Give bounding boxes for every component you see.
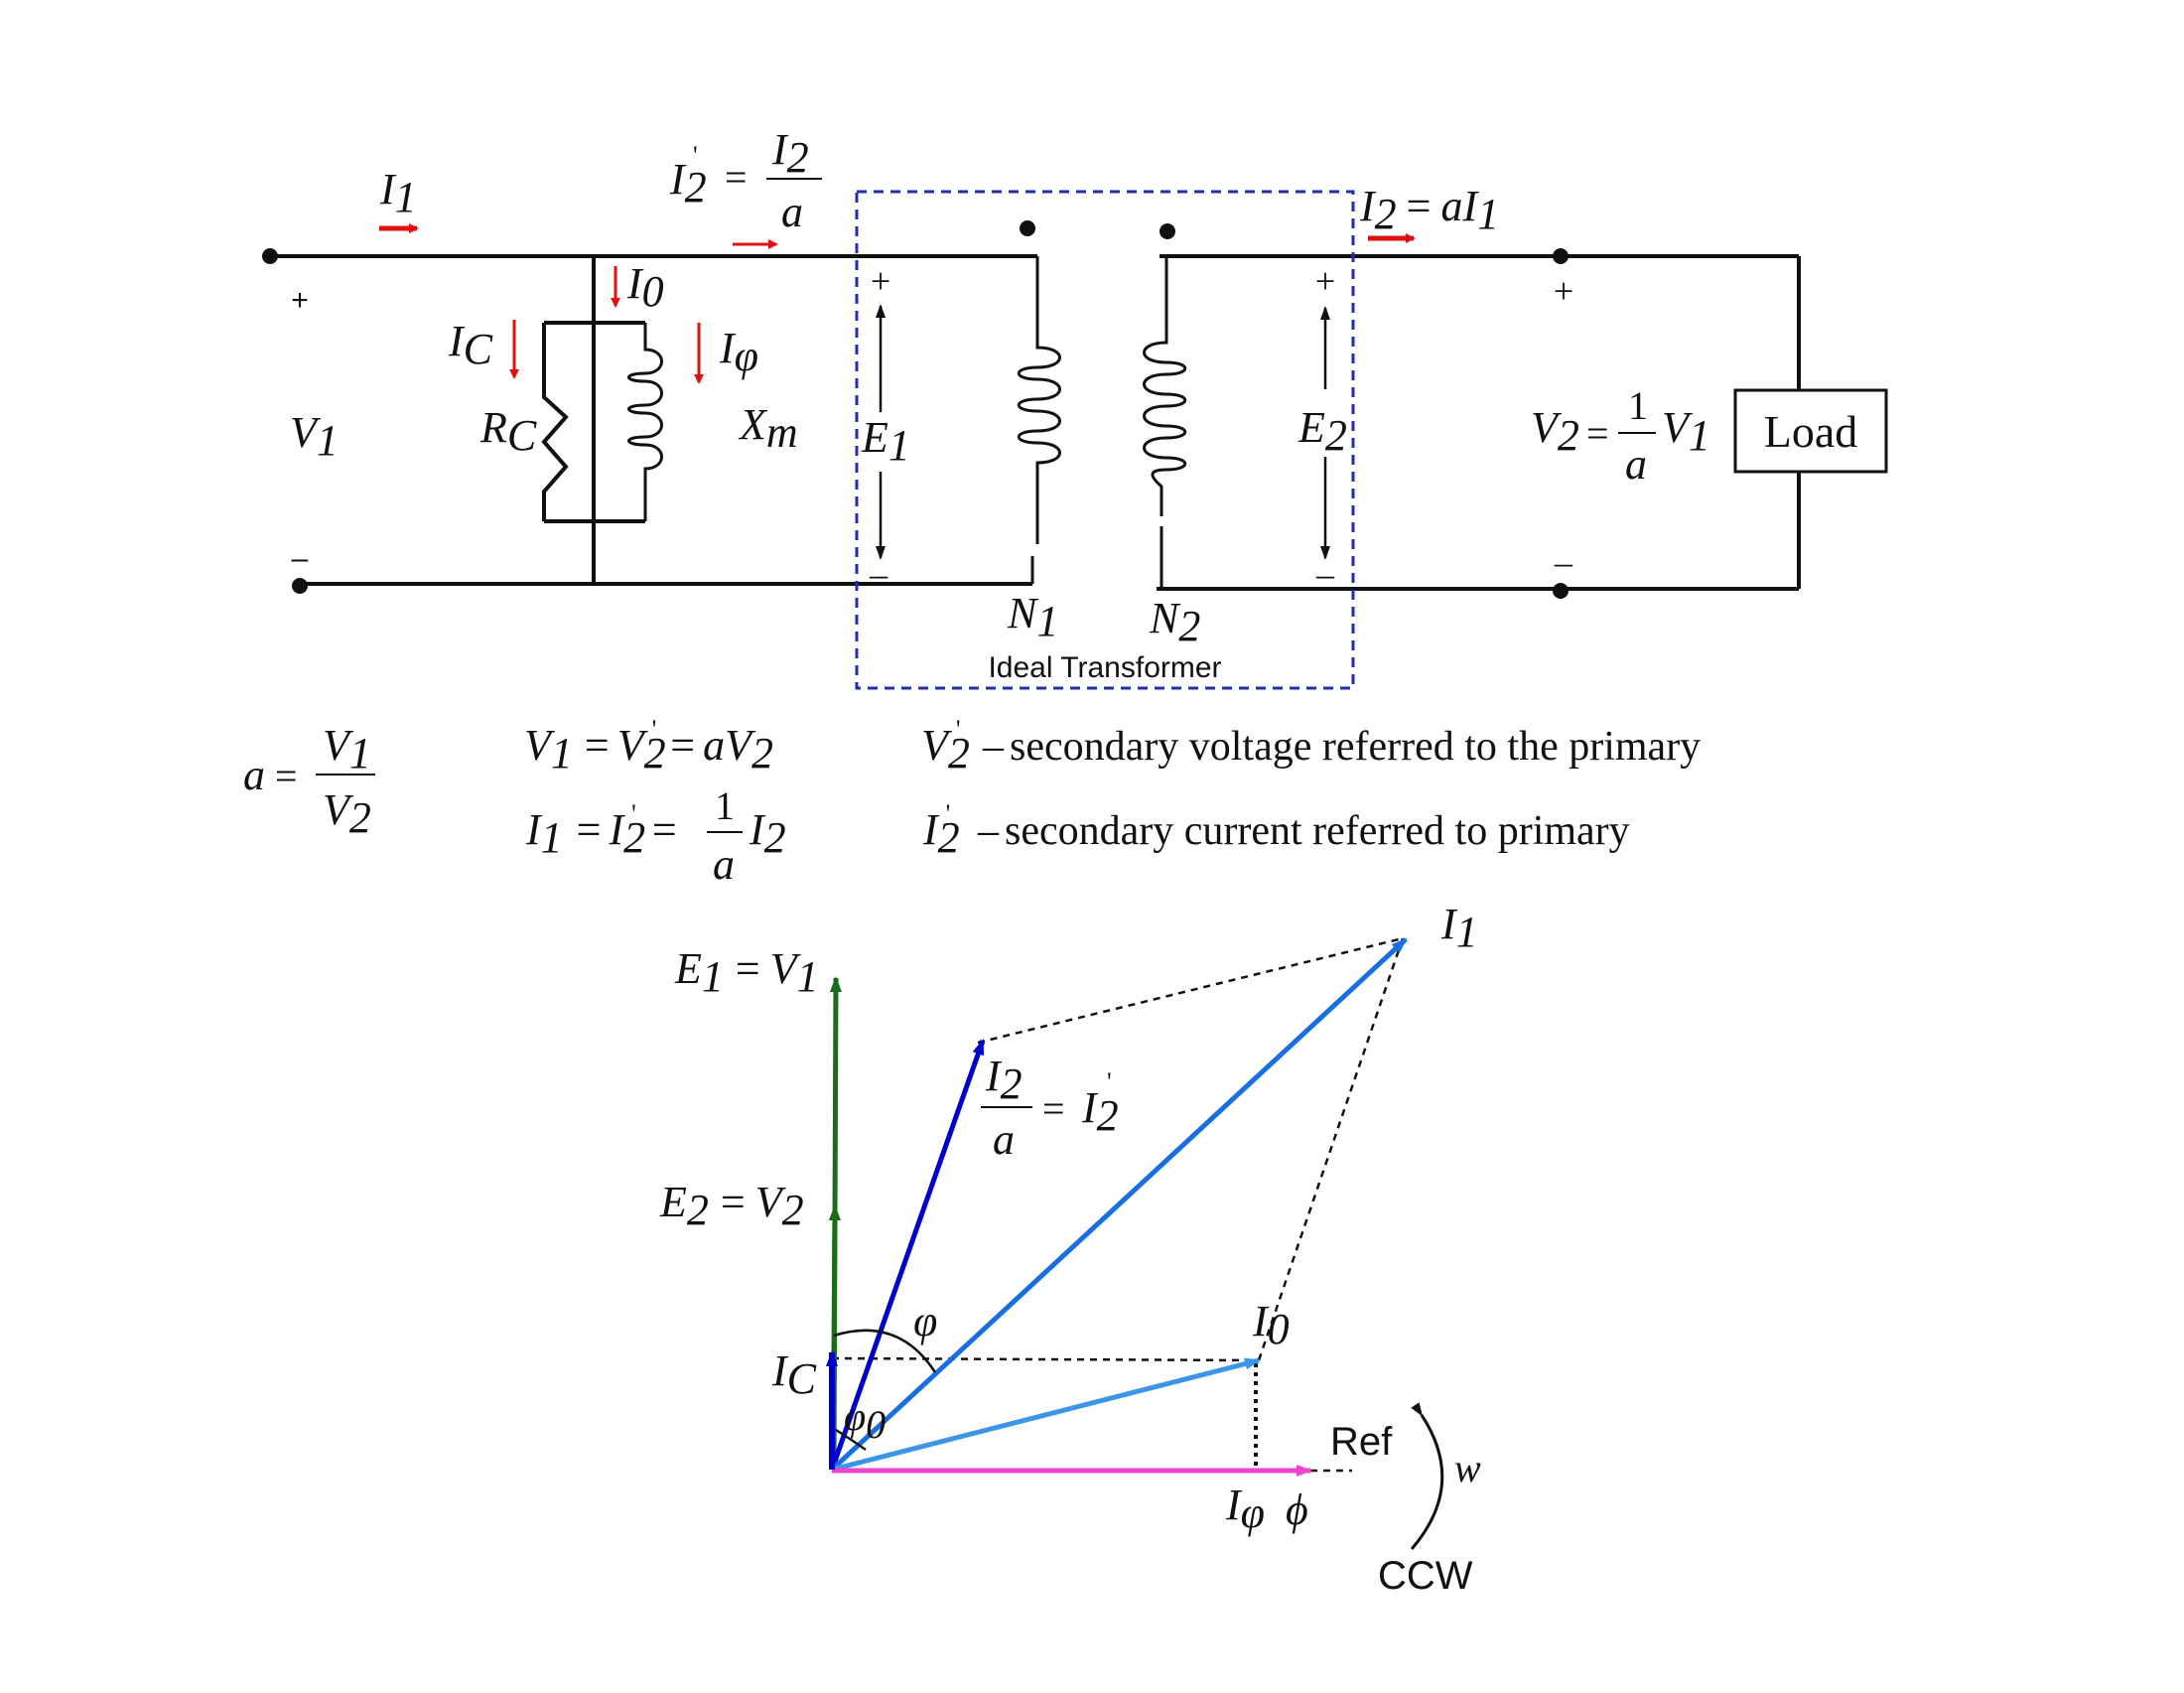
svg-text:=: = <box>275 754 298 798</box>
def-current-symbol: I2' <box>922 799 960 862</box>
svg-text:a: a <box>1625 440 1647 489</box>
def-voltage-text: –secondary voltage referred to the prima… <box>982 724 1701 770</box>
svg-text:V1: V1 <box>323 721 371 777</box>
i0-label: I0 <box>626 259 664 316</box>
ccw-label: CCW <box>1378 1554 1473 1598</box>
ic-label: IC <box>448 317 493 373</box>
phi-angle-label: φ <box>913 1297 937 1345</box>
ic-projection-dash <box>831 1356 1260 1362</box>
rc-label: RC <box>479 403 537 460</box>
svg-text:1: 1 <box>715 783 735 828</box>
parallelogram-right-dash <box>1257 937 1405 1361</box>
v2-minus: – <box>1554 542 1573 582</box>
i1-phasor-label: I1 <box>1440 900 1478 956</box>
v1-plus: + <box>291 284 309 317</box>
omega-label: w <box>1454 1446 1481 1490</box>
e2-v2-phasor <box>828 1204 841 1356</box>
iphi-label: Iφ <box>719 324 758 380</box>
e1-v1-label: E1=V1 <box>674 944 819 1001</box>
ideal-transformer-box <box>855 190 1355 690</box>
eq-current: I1=I2'= 1 a I2 <box>525 783 786 889</box>
terminals <box>262 220 1569 599</box>
circuit-labels: + – + – + – + – I1 I2 ' = I2 a I2=aI1 I0… <box>290 125 1710 650</box>
rc-resistor <box>541 323 569 521</box>
svg-text:a: a <box>781 188 803 236</box>
svg-text:': ' <box>693 141 698 170</box>
v1-minus: – <box>292 542 309 575</box>
i0-phasor-label: I0 <box>1252 1297 1290 1353</box>
eq-voltage: V1=V2'=aV2 <box>524 715 773 777</box>
primary-polarity-dot <box>1020 220 1035 236</box>
svg-text:a: a <box>713 840 735 889</box>
def-voltage-symbol: V2' <box>921 715 970 777</box>
svg-text:I2: I2 <box>669 155 707 212</box>
i1-label: I1 <box>379 165 417 221</box>
primary-winding <box>1017 256 1061 584</box>
svg-text:V1: V1 <box>1662 403 1710 460</box>
phasor-diagram: E1=V1 E2=V2 I1 I2 a = I2 ' φ I0 IC φ0 Iφ… <box>659 900 1481 1598</box>
phi-angle-arc <box>833 1329 937 1373</box>
xm-label: Xm <box>738 400 798 457</box>
i2-prime-phasor-label: I2 a = I2 ' <box>981 1052 1119 1164</box>
parallelogram-top-dash <box>977 936 1404 1045</box>
phi0-angle-label: φ0 <box>844 1394 886 1447</box>
svg-text:I2: I2 <box>749 805 786 862</box>
v2-label: V2 = 1 a V1 <box>1531 383 1710 489</box>
svg-text:a: a <box>993 1115 1015 1164</box>
i0-phasor <box>831 1357 1261 1473</box>
svg-text:I2: I2 <box>985 1052 1023 1108</box>
svg-text:I2: I2 <box>1081 1083 1119 1140</box>
secondary-polarity-dot <box>1160 223 1175 239</box>
secondary-top-terminal <box>1553 248 1569 264</box>
secondary-bottom-terminal <box>1553 583 1569 599</box>
current-arrows <box>379 223 1416 384</box>
e1-minus: – <box>869 554 888 594</box>
i2-prime-label: I2 ' = I2 a <box>669 125 822 236</box>
e2-label: E2 <box>1297 403 1347 460</box>
flux-label: ϕ <box>1286 1485 1308 1534</box>
i2-label: I2=aI1 <box>1359 182 1499 238</box>
svg-text:=: = <box>1042 1086 1065 1131</box>
def-current-text: –secondary current referred to primary <box>977 808 1630 854</box>
svg-text:': ' <box>1107 1067 1112 1096</box>
e1-label: E1 <box>861 413 910 470</box>
primary-top-terminal <box>262 248 278 264</box>
svg-text:=: = <box>1586 411 1609 456</box>
xm-inductor <box>627 323 663 521</box>
e1-plus: + <box>871 261 890 301</box>
v1-label: V1 <box>290 408 339 465</box>
phi0-angle-arc <box>835 1428 867 1452</box>
svg-text:V2: V2 <box>323 785 371 842</box>
ccw-rotation-arrow <box>1410 1402 1444 1550</box>
n1-label: N1 <box>1007 589 1058 645</box>
secondary-winding <box>1143 256 1187 589</box>
svg-text:1: 1 <box>1628 383 1648 428</box>
i1-phasor <box>830 937 1408 1472</box>
svg-text:=: = <box>725 155 748 200</box>
equations: a = V1 V2 V1=V2'=aV2 I1=I2'= 1 a I2 V2' … <box>243 715 1701 889</box>
n2-label: N2 <box>1149 594 1200 650</box>
iphi-phasor-label: Iφ <box>1225 1481 1265 1537</box>
e2-minus: – <box>1315 554 1335 594</box>
eq-turns-ratio: a = V1 V2 <box>243 721 375 842</box>
svg-text:I1=I2'=: I1=I2'= <box>525 799 677 862</box>
ideal-transformer-label: Ideal Transformer <box>988 651 1221 684</box>
ref-label: Ref <box>1330 1420 1393 1464</box>
svg-text:a: a <box>243 751 265 799</box>
primary-bottom-terminal <box>292 578 308 594</box>
svg-text:V2: V2 <box>1531 403 1579 460</box>
v2-plus: + <box>1554 271 1573 311</box>
load-label: Load <box>1764 406 1858 457</box>
e2-v2-label: E2=V2 <box>659 1178 804 1234</box>
ic-phasor-label: IC <box>771 1346 817 1403</box>
load-box <box>1733 388 1888 474</box>
svg-text:I2: I2 <box>771 125 809 182</box>
e2-plus: + <box>1315 261 1335 301</box>
i2-prime-phasor <box>829 1039 986 1471</box>
